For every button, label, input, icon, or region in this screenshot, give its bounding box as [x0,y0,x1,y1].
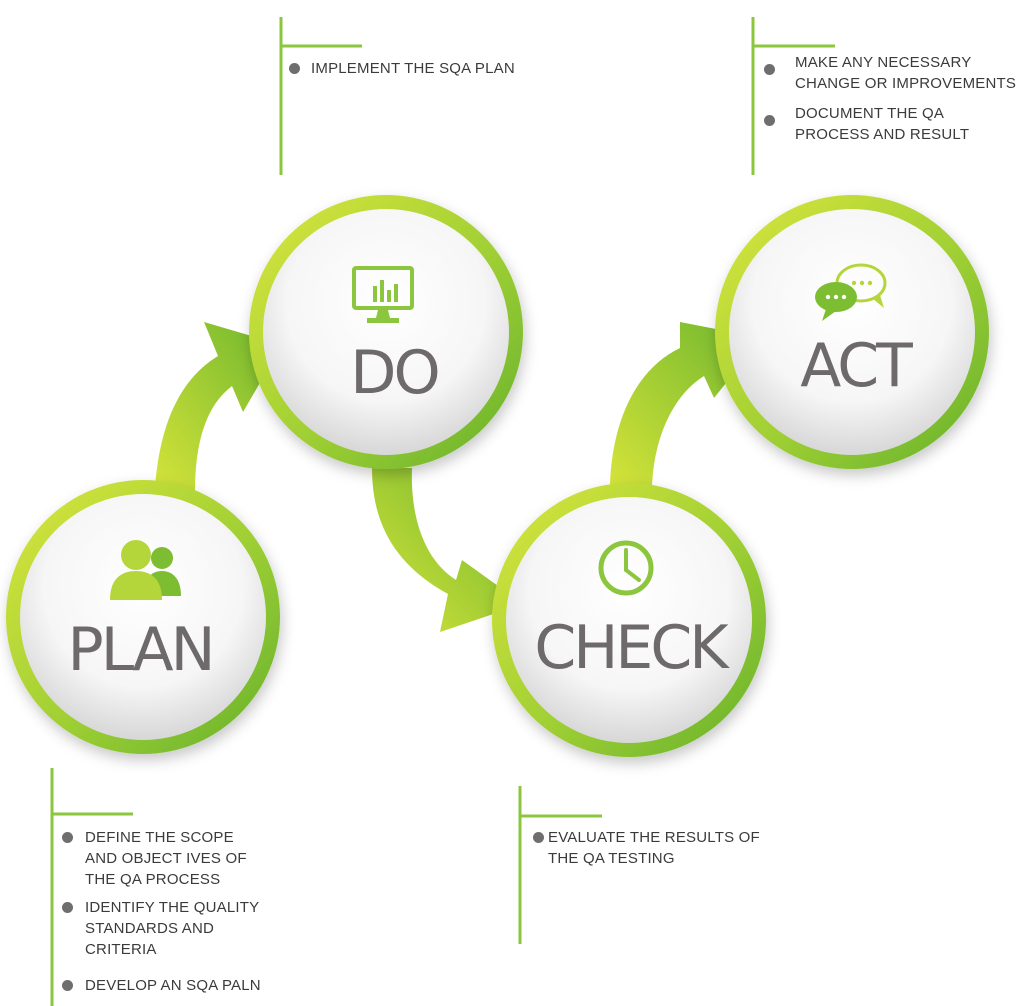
clock-icon [598,540,654,596]
users-icon [110,540,181,600]
act-note-item: MAKE ANY NECESSARY CHANGE OR IMPROVEMENT… [764,52,1020,94]
bullet [533,832,544,843]
plan-label: PLAN [68,615,213,685]
bullet [764,64,775,75]
bullet [764,115,775,126]
stage-do [249,195,523,469]
stage-check [492,483,766,757]
do-label: DO [350,338,437,408]
do-notes: IMPLEMENT THE SQA PLAN [289,58,571,79]
plan-notes: DEFINE THE SCOPE AND OBJECT IVES OF THE … [62,827,265,996]
arrow-do-to-check [372,468,523,632]
stage-act [715,195,989,469]
check-note-text: EVALUATE THE RESULTS OF THE QA TESTING [548,829,760,867]
bullet [62,832,73,843]
plan-note-item: IDENTIFY THE QUALITY STANDARDS AND CRITE… [62,897,265,960]
bullet [289,63,300,74]
plan-note-text: DEVELOP AN SQA PALN [85,977,261,994]
bullet [62,980,73,991]
check-note-item: EVALUATE THE RESULTS OF THE QA TESTING [533,827,768,869]
guide-lines [50,17,835,1006]
do-note-item: IMPLEMENT THE SQA PLAN [289,58,571,79]
bullet [62,902,73,913]
act-note-text: DOCUMENT THE QA PROCESS AND RESULT [795,105,970,143]
stage-plan [6,480,280,754]
arrow-plan-to-do [155,322,282,492]
monitor-chart-icon [352,266,414,323]
do-note-text: IMPLEMENT THE SQA PLAN [311,60,515,77]
act-label: ACT [800,331,913,401]
plan-note-item: DEFINE THE SCOPE AND OBJECT IVES OF THE … [62,827,265,890]
plan-note-text: DEFINE THE SCOPE AND OBJECT IVES OF THE … [85,829,247,888]
act-note-text: MAKE ANY NECESSARY CHANGE OR IMPROVEMENT… [795,54,1017,92]
check-notes: EVALUATE THE RESULTS OF THE QA TESTING [533,827,768,869]
check-label: CHECK [534,613,730,683]
plan-note-item: DEVELOP AN SQA PALN [62,975,285,996]
act-notes: MAKE ANY NECESSARY CHANGE OR IMPROVEMENT… [764,52,1020,145]
act-note-item: DOCUMENT THE QA PROCESS AND RESULT [764,103,970,145]
plan-note-text: IDENTIFY THE QUALITY STANDARDS AND CRITE… [85,899,260,958]
chat-bubbles-icon [815,263,887,321]
